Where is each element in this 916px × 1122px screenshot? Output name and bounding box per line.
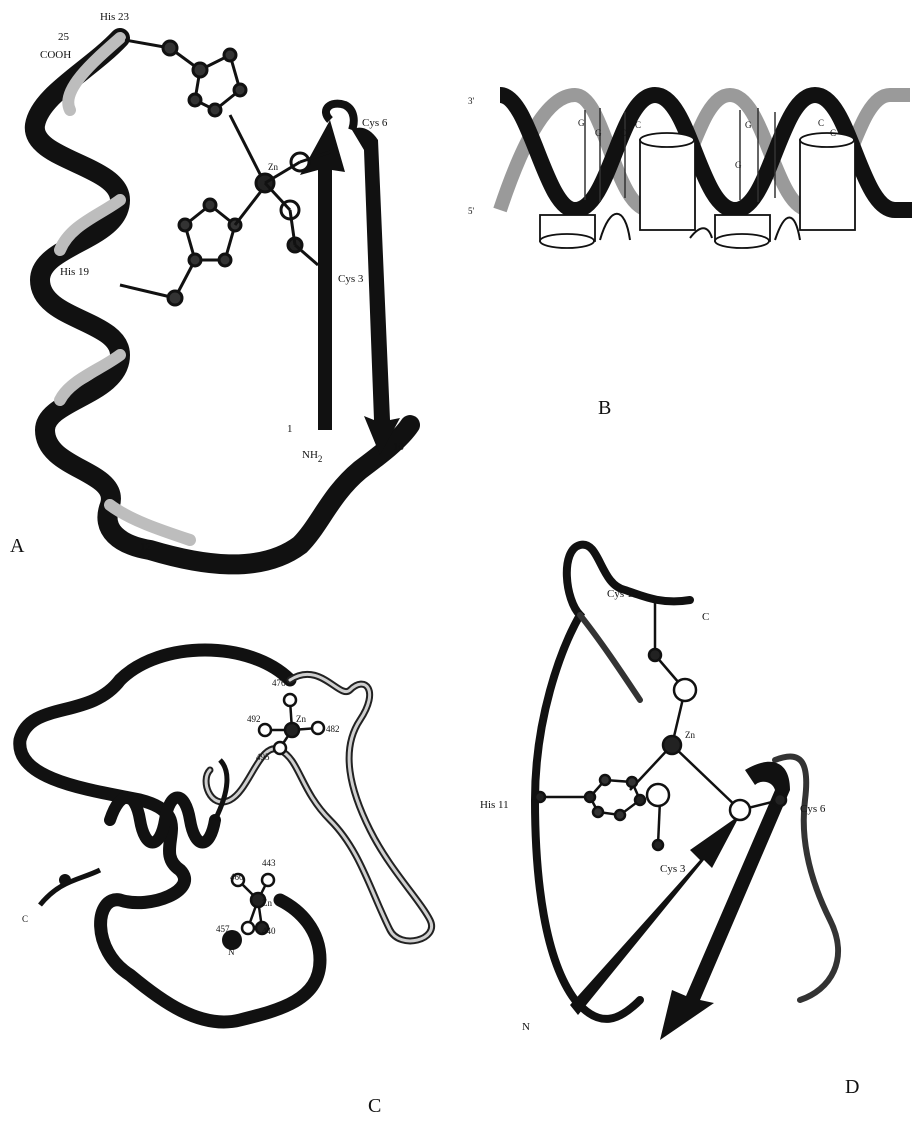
panel-c: 476 492 Zn 482 495 460 443 Zn 457 440 C …: [20, 650, 432, 1117]
backbone-ribbon-c-inner: [206, 674, 432, 941]
label-457: 457: [216, 924, 230, 934]
label-c-term-d: C: [702, 611, 709, 623]
cylinder-4: [800, 140, 855, 230]
side-chain-ball-c: [59, 874, 71, 886]
backbone-ribbon-c-dark: [20, 650, 320, 1022]
label-482: 482: [326, 724, 340, 734]
label-b-g4: G: [735, 160, 742, 170]
label-nh2-sub: 2: [318, 454, 323, 464]
panel-letter-d: D: [845, 1076, 859, 1098]
label-10: 10: [393, 441, 405, 453]
label-zn-a: Zn: [268, 162, 278, 172]
label-his23: His 23: [100, 11, 130, 23]
label-b-c4: C: [830, 128, 836, 138]
label-25: 25: [58, 31, 70, 43]
label-476: 476: [272, 678, 286, 688]
zinc-ion-c-top: [285, 723, 299, 737]
label-b-c2: C: [635, 120, 641, 130]
label-cys6-d: Cys 6: [800, 803, 826, 815]
label-n-term-d: N: [522, 1021, 530, 1033]
label-cooh: COOH: [40, 49, 71, 61]
label-c-term-c: C: [22, 914, 28, 924]
panel-a: 25 COOH His 23 Zn Cys 6 His 19 Cys 3 1 N…: [10, 11, 410, 564]
label-his19: His 19: [60, 266, 90, 278]
label-12: 12: [140, 541, 151, 553]
label-495: 495: [256, 752, 270, 762]
panel-d: Cys 16 C Zn His 11 Cys 6 Cys 3 N D: [480, 545, 859, 1098]
zinc-ion-d: [663, 736, 681, 754]
label-b-c1: C: [620, 128, 626, 138]
side-chain-his19-a: [120, 190, 262, 305]
label-b-g2: G: [595, 128, 602, 138]
beta-strand-a2: [352, 128, 400, 455]
label-440: 440: [262, 926, 276, 936]
label-1: 1: [287, 423, 293, 435]
label-443: 443: [262, 858, 276, 868]
label-zn-c-top: Zn: [296, 714, 306, 724]
panel-letter-a: A: [10, 535, 25, 557]
label-b-c3: C: [818, 118, 824, 128]
label-b-g3: G: [745, 120, 752, 130]
label-zn-d: Zn: [685, 730, 695, 740]
label-zn-c-bottom: Zn: [262, 898, 272, 908]
cylinder-2: [640, 140, 695, 230]
side-chain-his23-a: [125, 40, 262, 178]
zinc-site-c-top: [259, 694, 324, 754]
panel-b: 3' 5' G G C C G G C C B: [468, 95, 912, 419]
label-3prime: 3': [468, 96, 475, 106]
label-nh2-main: NH: [302, 449, 318, 461]
label-cys3-d: Cys 3: [660, 863, 686, 875]
label-cys6-a: Cys 6: [362, 117, 388, 129]
label-cys16: Cys 16: [607, 588, 638, 600]
label-cys3-a: Cys 3: [338, 273, 364, 285]
label-his11: His 11: [480, 799, 509, 811]
panel-letter-b: B: [598, 397, 611, 419]
label-b-g1: G: [578, 118, 585, 128]
label-492: 492: [247, 714, 261, 724]
label-nh2: NH2: [302, 449, 322, 464]
label-460: 460: [230, 872, 244, 882]
panel-letter-c: C: [368, 1095, 381, 1117]
label-5prime: 5': [468, 206, 475, 216]
label-n-term-c: N: [228, 947, 235, 957]
